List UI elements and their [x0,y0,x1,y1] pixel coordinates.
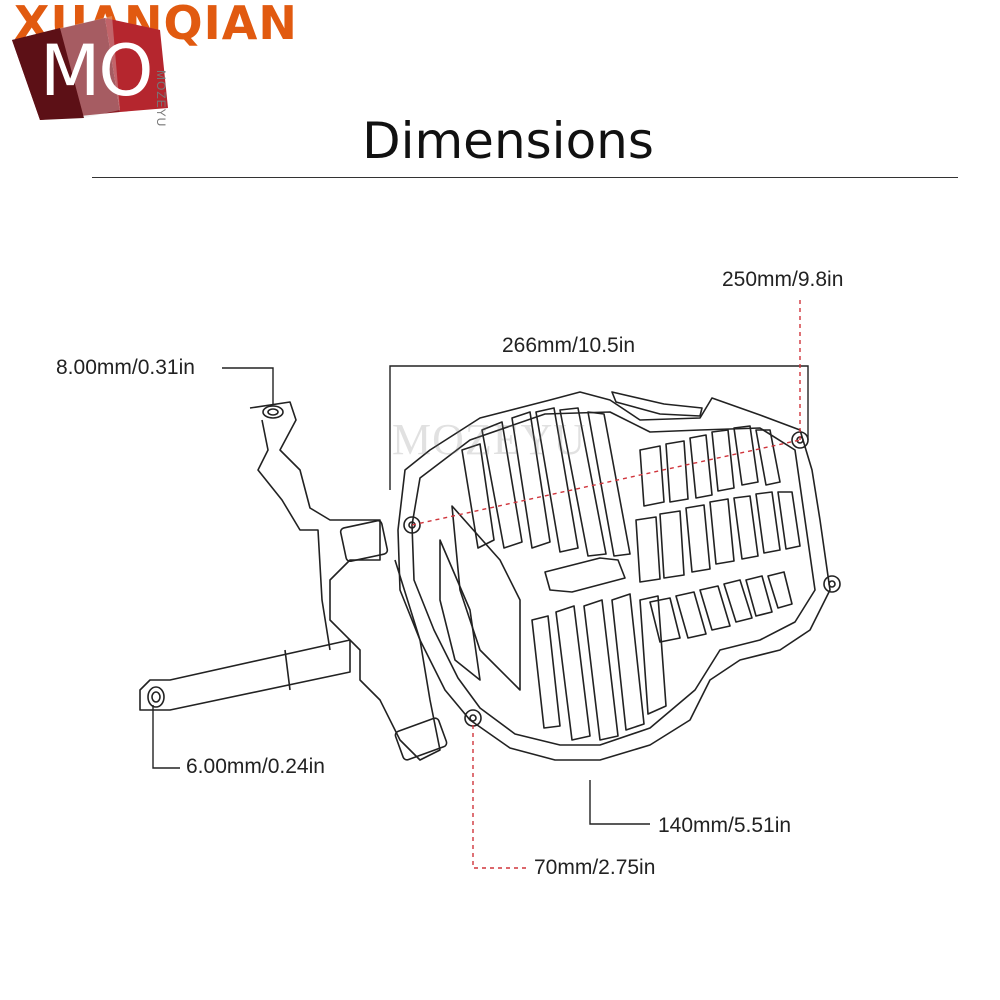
brand-badge: MO [40,30,153,112]
mount-bracket [249,401,441,761]
dim-mid-height: 140mm/5.51in [658,814,792,837]
grille-grid-right [635,425,801,643]
watermark: MOZEYU [392,415,587,464]
leader-top-hole [222,367,274,404]
leader-mid-height [589,780,650,825]
title-divider [92,177,958,178]
center-plate [544,557,626,593]
page-title: Dimensions [362,112,654,170]
diag-dim-line [411,439,801,526]
grille-outline [397,391,831,761]
brand-logo: XUANQIAN MO MOZEYU [0,0,400,127]
dim-overall-width: 266mm/10.5in [502,334,636,357]
grille-slats-upper [461,407,631,557]
grille-slats-lower [531,593,667,741]
leader-bottom-hole [152,705,180,769]
width-bracket [389,365,809,490]
dim-mount-hole-top: 8.00mm/0.31in [56,356,195,379]
lower-arm [139,639,351,711]
mo-badge-icon [12,16,168,120]
dim-mount-hole-bottom: 6.00mm/0.24in [186,755,325,778]
dim-height-right: 250mm/9.8in [722,268,844,291]
dim-lower-offset: 70mm/2.75in [534,856,656,879]
